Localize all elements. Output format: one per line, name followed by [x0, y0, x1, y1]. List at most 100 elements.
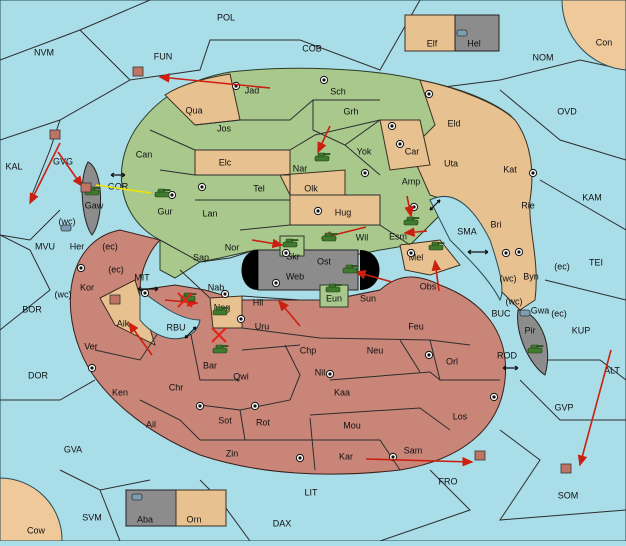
region-label-dor: DOR	[28, 370, 49, 380]
region-label-nil: Nil	[315, 367, 326, 377]
fleet-ship-icon[interactable]	[474, 450, 486, 461]
region-label-kat: Kat	[503, 164, 517, 174]
region-label-tel: Tel	[253, 183, 265, 193]
fleet-ship-icon[interactable]	[456, 29, 468, 37]
fleet-ship-icon[interactable]	[519, 309, 531, 317]
southern-landmass	[69, 229, 507, 475]
move-order-arrow	[164, 297, 199, 307]
region-label-web: Web	[286, 271, 304, 281]
fleet-ship-icon[interactable]	[49, 129, 61, 140]
region-label-mel: Mel	[409, 252, 424, 262]
supply-center-marker	[197, 182, 207, 192]
move-order-arrow	[277, 299, 301, 327]
supply-center-marker	[313, 206, 323, 216]
region-label-qua: Qua	[185, 105, 202, 115]
move-order-arrow	[251, 238, 284, 249]
region-label-uru: Uru	[255, 321, 270, 331]
army-tank-icon[interactable]	[403, 216, 420, 226]
supply-center-marker	[76, 263, 86, 273]
region-label-bor: BOR	[22, 304, 42, 314]
region-label-aik: Aik	[117, 318, 130, 328]
pir-strait	[517, 309, 549, 376]
cancelled-order-x-icon	[177, 292, 193, 308]
supply-center-marker	[167, 190, 177, 200]
region-label-sun: Sun	[360, 293, 376, 303]
region-label-con: Con	[596, 37, 613, 47]
fleet-ship-icon[interactable]	[60, 224, 72, 232]
region-label-eld: Eld	[447, 118, 460, 128]
region-label-cob: COB	[302, 43, 322, 53]
region-label-kor: Kor	[80, 282, 94, 292]
army-tank-icon[interactable]	[314, 152, 331, 162]
region-label-kam: KAM	[582, 192, 602, 202]
region-label-gwa: Gwa	[531, 305, 550, 315]
region-label-olk: Olk	[304, 183, 318, 193]
region-label-kar: Kar	[339, 451, 353, 461]
supply-center-marker	[87, 363, 97, 373]
fleet-ship-icon[interactable]	[109, 294, 121, 305]
region-label-zin: Zin	[226, 448, 239, 458]
move-order-arrow	[431, 259, 442, 292]
supply-center-marker	[220, 289, 230, 299]
region-label-ail: Ail	[146, 419, 156, 429]
region-label-nab: Nab	[208, 282, 225, 292]
connectors	[110, 172, 519, 371]
region-label-yok: Yok	[357, 146, 372, 156]
supply-center-marker	[489, 392, 499, 402]
fleet-ship-icon[interactable]	[560, 463, 572, 474]
fleet-units[interactable]	[49, 29, 572, 501]
region-label-hel: Hel	[467, 38, 481, 48]
region-label-gor: GOR	[108, 181, 129, 191]
cow-corner	[0, 477, 63, 542]
order-arrows	[29, 73, 612, 467]
army-tank-icon[interactable]	[325, 283, 342, 293]
army-tank-icon[interactable]	[212, 306, 229, 316]
region-label-fun: FUN	[154, 51, 173, 61]
con-corner	[561, 0, 626, 71]
car-land	[379, 119, 431, 171]
army-tank-icon[interactable]	[342, 264, 359, 274]
army-tank-icon[interactable]	[527, 344, 544, 354]
army-tank-icon[interactable]	[154, 188, 171, 198]
coast-label: (wc)	[500, 273, 517, 283]
coast-label: (wc)	[55, 289, 72, 299]
move-order-arrow	[404, 195, 414, 218]
region-label-ken: Ken	[112, 387, 128, 397]
fleet-ship-icon[interactable]	[80, 182, 92, 193]
move-order-arrow	[365, 456, 474, 467]
army-tank-icon[interactable]	[428, 241, 445, 251]
supply-center-marker	[514, 247, 524, 257]
coast-label: (ec)	[102, 241, 118, 251]
supply-center-marker	[406, 248, 416, 258]
army-tank-icon[interactable]	[321, 232, 338, 242]
supply-center-marker	[395, 139, 405, 149]
region-label-bar: Bar	[203, 360, 217, 370]
move-order-arrow	[29, 142, 61, 205]
region-label-gaw: Gaw	[85, 200, 104, 210]
region-label-rod: ROD	[497, 350, 518, 360]
region-label-sch: Sch	[330, 86, 346, 96]
region-label-sap: Sap	[193, 252, 209, 262]
supply-center-marker	[387, 121, 397, 131]
fleet-ship-icon[interactable]	[131, 493, 143, 501]
region-label-neu: Neu	[367, 345, 384, 355]
region-label-obs: Obs	[420, 281, 437, 291]
army-units[interactable]	[84, 152, 544, 354]
orn-box	[175, 489, 227, 527]
region-label-orl: Orl	[446, 356, 458, 366]
army-tank-icon[interactable]	[212, 344, 229, 354]
army-tank-icon[interactable]	[282, 238, 299, 248]
region-label-cow: Cow	[27, 525, 46, 535]
mel-land	[399, 239, 461, 276]
region-label-her: Her	[70, 241, 85, 251]
region-label-bri: Bri	[491, 219, 502, 229]
move-order-arrow	[158, 73, 271, 89]
region-label-qwi: Qwi	[233, 371, 249, 381]
region-label-dax: DAX	[273, 518, 292, 528]
fleet-ship-icon[interactable]	[132, 66, 144, 77]
region-label-kal: KAL	[5, 161, 22, 171]
cancelled-order-x-icon	[211, 327, 227, 343]
